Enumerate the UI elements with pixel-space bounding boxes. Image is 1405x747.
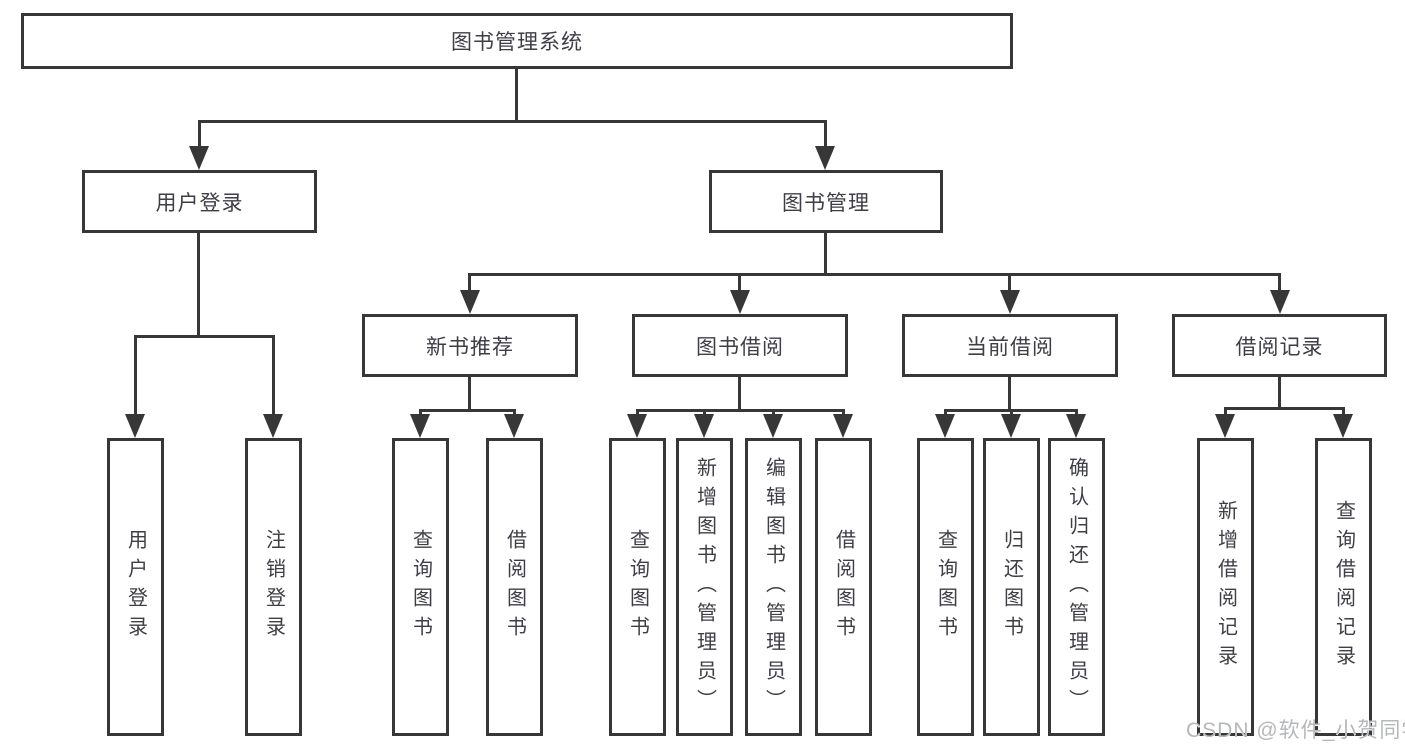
connector-hline bbox=[1224, 407, 1345, 410]
node-label: 用户登录 bbox=[124, 529, 147, 645]
node-label: 确认归还（管理员） bbox=[1065, 456, 1088, 718]
arrowhead-icon bbox=[189, 146, 209, 170]
connector-vline bbox=[1224, 407, 1227, 417]
connector-vline bbox=[772, 409, 775, 417]
arrowhead-icon bbox=[694, 414, 714, 438]
arrowhead-icon bbox=[1333, 414, 1353, 438]
connector-vline bbox=[636, 409, 639, 417]
arrowhead-icon bbox=[815, 146, 835, 170]
node-label: 查询图书 bbox=[409, 529, 432, 645]
connector-vline bbox=[944, 409, 947, 417]
arrowhead-icon bbox=[410, 414, 430, 438]
connector-vline bbox=[1278, 377, 1281, 407]
arrowhead-icon bbox=[263, 414, 283, 438]
node-query-books-recommend: 查询图书 bbox=[392, 438, 449, 736]
arrowhead-icon bbox=[460, 290, 480, 314]
node-add-borrow-record: 新增借阅记录 bbox=[1197, 438, 1254, 736]
connector-vline bbox=[1342, 407, 1345, 417]
arrowhead-icon bbox=[1066, 414, 1086, 438]
node-query-books-borrowing: 查询图书 bbox=[609, 438, 666, 736]
connector-vline bbox=[824, 233, 827, 273]
node-user-login-leaf: 用户登录 bbox=[107, 438, 164, 736]
connector-vline bbox=[842, 409, 845, 417]
node-return-books: 归还图书 bbox=[983, 438, 1040, 736]
connector-vline bbox=[1075, 409, 1078, 417]
node-borrow-books: 借阅图书 bbox=[815, 438, 872, 736]
connector-hline bbox=[636, 409, 844, 412]
connector-vline bbox=[419, 409, 422, 417]
arrowhead-icon bbox=[125, 414, 145, 438]
connector-hline bbox=[198, 120, 827, 123]
node-book-borrowing: 图书借阅 bbox=[632, 314, 848, 377]
node-add-books-admin: 新增图书（管理员） bbox=[676, 438, 733, 736]
node-borrow-books-recommend: 借阅图书 bbox=[486, 438, 543, 736]
connector-vline bbox=[1008, 273, 1011, 293]
connector-vline bbox=[468, 273, 471, 293]
arrowhead-icon bbox=[935, 414, 955, 438]
connector-vline bbox=[272, 335, 275, 417]
arrowhead-icon bbox=[1000, 290, 1020, 314]
connector-hline bbox=[469, 273, 1281, 276]
connector-vline bbox=[197, 233, 200, 335]
connector-vline bbox=[738, 273, 741, 293]
connector-hline bbox=[134, 335, 274, 338]
connector-hline bbox=[419, 409, 516, 412]
connector-vline bbox=[134, 335, 137, 417]
connector-vline bbox=[1008, 377, 1011, 409]
connector-vline bbox=[513, 409, 516, 417]
node-current-borrowing: 当前借阅 bbox=[902, 314, 1118, 377]
node-new-book-recommend: 新书推荐 bbox=[362, 314, 578, 377]
arrowhead-icon bbox=[1001, 414, 1021, 438]
arrowhead-icon bbox=[504, 414, 524, 438]
node-label: 查询图书 bbox=[934, 529, 957, 645]
node-query-borrow-record: 查询借阅记录 bbox=[1315, 438, 1372, 736]
arrowhead-icon bbox=[763, 414, 783, 438]
node-logout: 注销登录 bbox=[245, 438, 302, 736]
arrowhead-icon bbox=[1215, 414, 1235, 438]
node-label: 归还图书 bbox=[1000, 529, 1023, 645]
node-user-login: 用户登录 bbox=[82, 170, 317, 233]
connector-vline bbox=[468, 377, 471, 409]
node-label: 新增借阅记录 bbox=[1214, 500, 1237, 674]
csdn-watermark: CSDN @软件_小贺同学 bbox=[1186, 719, 1405, 742]
node-label: 注销登录 bbox=[262, 529, 285, 645]
node-book-management: 图书管理 bbox=[709, 170, 943, 233]
arrowhead-icon bbox=[627, 414, 647, 438]
node-label: 新增图书（管理员） bbox=[693, 456, 716, 718]
node-label: 借阅图书 bbox=[503, 529, 526, 645]
arrowhead-icon bbox=[1270, 290, 1290, 314]
node-borrowing-records: 借阅记录 bbox=[1172, 314, 1387, 377]
connector-vline bbox=[738, 377, 741, 409]
connector-vline bbox=[703, 409, 706, 417]
connector-vline bbox=[515, 69, 518, 120]
arrowhead-icon bbox=[730, 290, 750, 314]
node-label: 查询图书 bbox=[626, 529, 649, 645]
node-edit-books-admin: 编辑图书（管理员） bbox=[745, 438, 802, 736]
connector-vline bbox=[1010, 409, 1013, 417]
node-label: 查询借阅记录 bbox=[1332, 500, 1355, 674]
node-library-system: 图书管理系统 bbox=[21, 13, 1013, 69]
arrowhead-icon bbox=[833, 414, 853, 438]
node-label: 编辑图书（管理员） bbox=[762, 456, 785, 718]
node-query-books-current: 查询图书 bbox=[917, 438, 974, 736]
connector-vline bbox=[824, 120, 827, 150]
connector-vline bbox=[1278, 273, 1281, 293]
node-confirm-return-admin: 确认归还（管理员） bbox=[1048, 438, 1105, 736]
node-label: 借阅图书 bbox=[832, 529, 855, 645]
connector-vline bbox=[198, 120, 201, 150]
